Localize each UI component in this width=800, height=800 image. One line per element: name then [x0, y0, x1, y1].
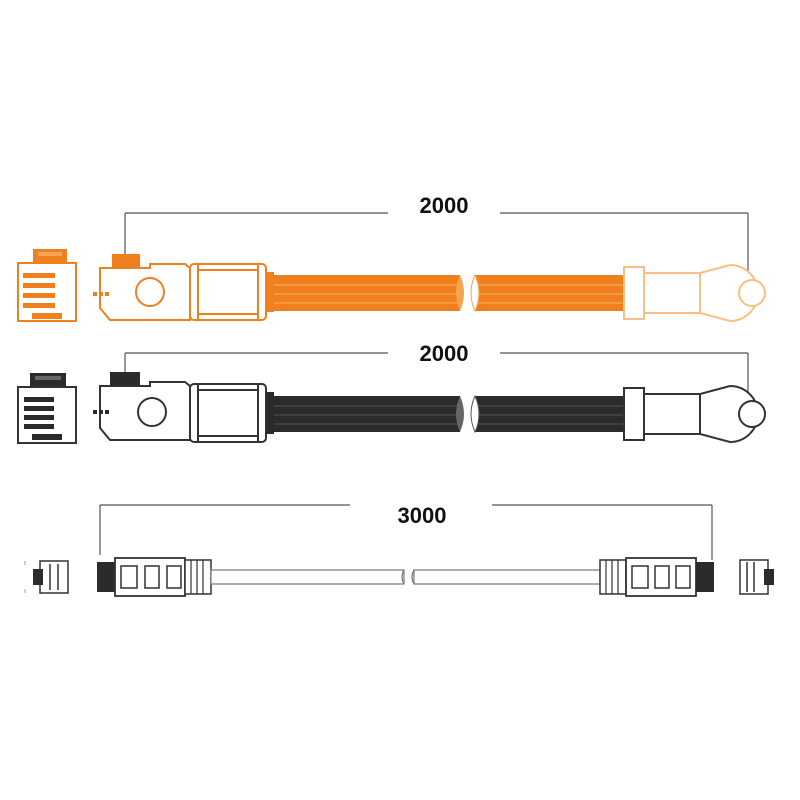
orange-power-cable — [17, 249, 766, 323]
dimension-label-communication: 3000 — [398, 503, 447, 528]
dimension-black: 2000 — [124, 341, 749, 400]
black-connector-body — [93, 372, 274, 443]
dimension-label-orange: 2000 — [420, 193, 469, 218]
dimension-label-black: 2000 — [420, 341, 469, 366]
orange-connector-body — [93, 254, 274, 321]
right-rj45-connector — [599, 557, 714, 597]
black-cable-wire — [274, 394, 625, 434]
black-ring-terminal — [623, 384, 766, 444]
black-power-cable — [17, 372, 766, 444]
right-plug-end-view — [739, 559, 774, 595]
communication-cable-wire — [210, 569, 601, 585]
black-connector-end-view — [17, 373, 77, 444]
left-rj45-connector — [97, 557, 212, 597]
dimension-communication: 3000 — [99, 503, 713, 560]
orange-cable-wire — [274, 273, 625, 313]
orange-ring-terminal — [623, 263, 766, 323]
orange-connector-end-view — [17, 249, 77, 322]
left-plug-end-view — [24, 560, 69, 594]
communication-cable — [24, 557, 774, 597]
dimension-orange: 2000 — [124, 193, 749, 288]
